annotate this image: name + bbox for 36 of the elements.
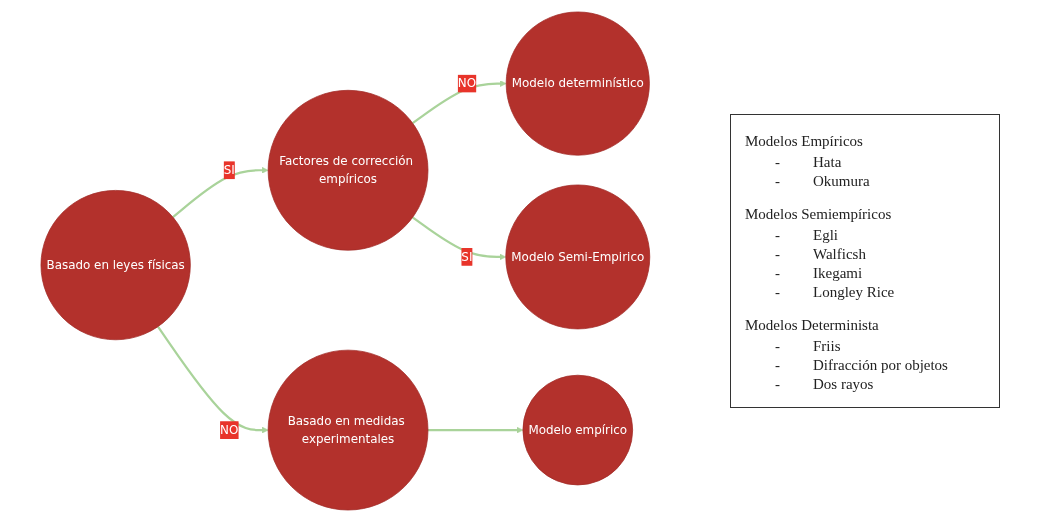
list-marker: -	[775, 356, 781, 374]
list-item: Egli	[813, 226, 838, 244]
list-item: Difracción por objetos	[813, 356, 948, 374]
list-marker: -	[775, 172, 781, 190]
list-marker: -	[775, 245, 781, 263]
list-item: Ikegami	[813, 264, 863, 282]
edge-label: SI	[223, 162, 235, 177]
list-marker: -	[775, 283, 781, 301]
edge-label: NO	[457, 75, 476, 90]
node-circle: Modelo Semi-Empirico	[505, 184, 650, 329]
arrow	[156, 325, 268, 433]
list-marker: -	[775, 153, 781, 171]
arrow	[427, 426, 523, 433]
list-item: Okumura	[813, 172, 870, 190]
edge-label: NO	[219, 422, 238, 437]
node-circle: Modelo empírico	[522, 374, 633, 485]
arrow	[411, 215, 506, 260]
list-marker: -	[775, 264, 781, 282]
list-marker: -	[775, 337, 781, 355]
node-circle: Modelo determinístico	[505, 11, 650, 156]
list-item: Friis	[813, 337, 841, 355]
node-circle: Factores de corrección empíricos	[267, 89, 428, 251]
node-circle: Basado en leyes físicas	[40, 189, 191, 340]
edge-label: SI	[460, 249, 473, 264]
list-marker: -	[775, 375, 781, 393]
list-heading: Modelos Determinista	[745, 316, 880, 334]
list-item: Dos rayos	[813, 375, 874, 393]
arrow	[411, 79, 507, 124]
list-item: Hata	[813, 153, 842, 171]
list-item: Longley Rice	[813, 283, 895, 301]
list-item: Walficsh	[813, 245, 866, 263]
list-heading: Modelos Empíricos	[745, 132, 864, 150]
arrow	[171, 166, 268, 218]
list-marker: -	[775, 226, 781, 244]
list-heading: Modelos Semiempíricos	[745, 205, 893, 223]
node-circle: Basado en medidas experimentales	[267, 349, 428, 510]
